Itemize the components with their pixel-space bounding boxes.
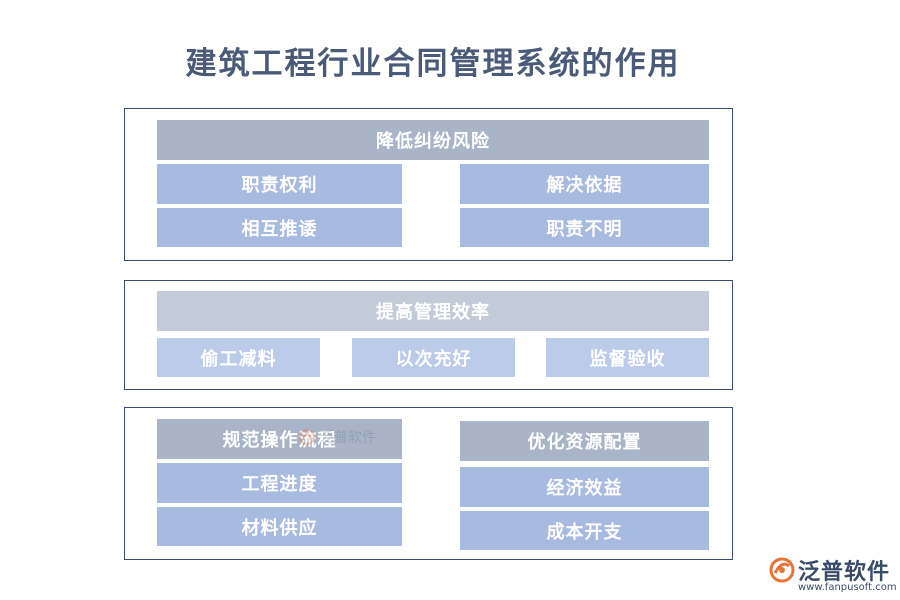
item-resolution-basis: 解决依据 (460, 164, 709, 204)
item-unclear-duties: 职责不明 (460, 208, 709, 247)
watermark-text: 泛普软件 (320, 430, 376, 446)
watermark: 泛普软件 (298, 417, 398, 457)
header-reduce-dispute-risk: 降低纠纷风险 (157, 120, 709, 160)
header-improve-efficiency: 提高管理效率 (157, 291, 709, 331)
header-optimize-resources: 优化资源配置 (460, 421, 709, 461)
brand-logo-icon (769, 557, 795, 583)
item-material-supply: 材料供应 (157, 507, 402, 546)
item-cutting-corners: 偷工减料 (157, 338, 320, 377)
brand-logo: 泛普软件 www.fanpusoft.com (768, 552, 898, 598)
header-standardize-process: 规范操作流程 (157, 419, 402, 459)
item-responsibility-rights: 职责权利 (157, 164, 402, 204)
page-title: 建筑工程行业合同管理系统的作用 (185, 46, 681, 82)
brand-name: 泛普软件 (798, 560, 891, 585)
item-cost-expenditure: 成本开支 (460, 511, 709, 550)
watermark-logo-icon (299, 429, 315, 445)
item-economic-benefit: 经济效益 (460, 467, 709, 507)
item-substandard-goods: 以次充好 (352, 338, 515, 377)
item-project-progress: 工程进度 (157, 463, 402, 503)
item-supervision-acceptance: 监督验收 (546, 338, 709, 377)
item-mutual-shirking: 相互推诿 (157, 208, 402, 247)
brand-url: www.fanpusoft.com (798, 582, 897, 593)
